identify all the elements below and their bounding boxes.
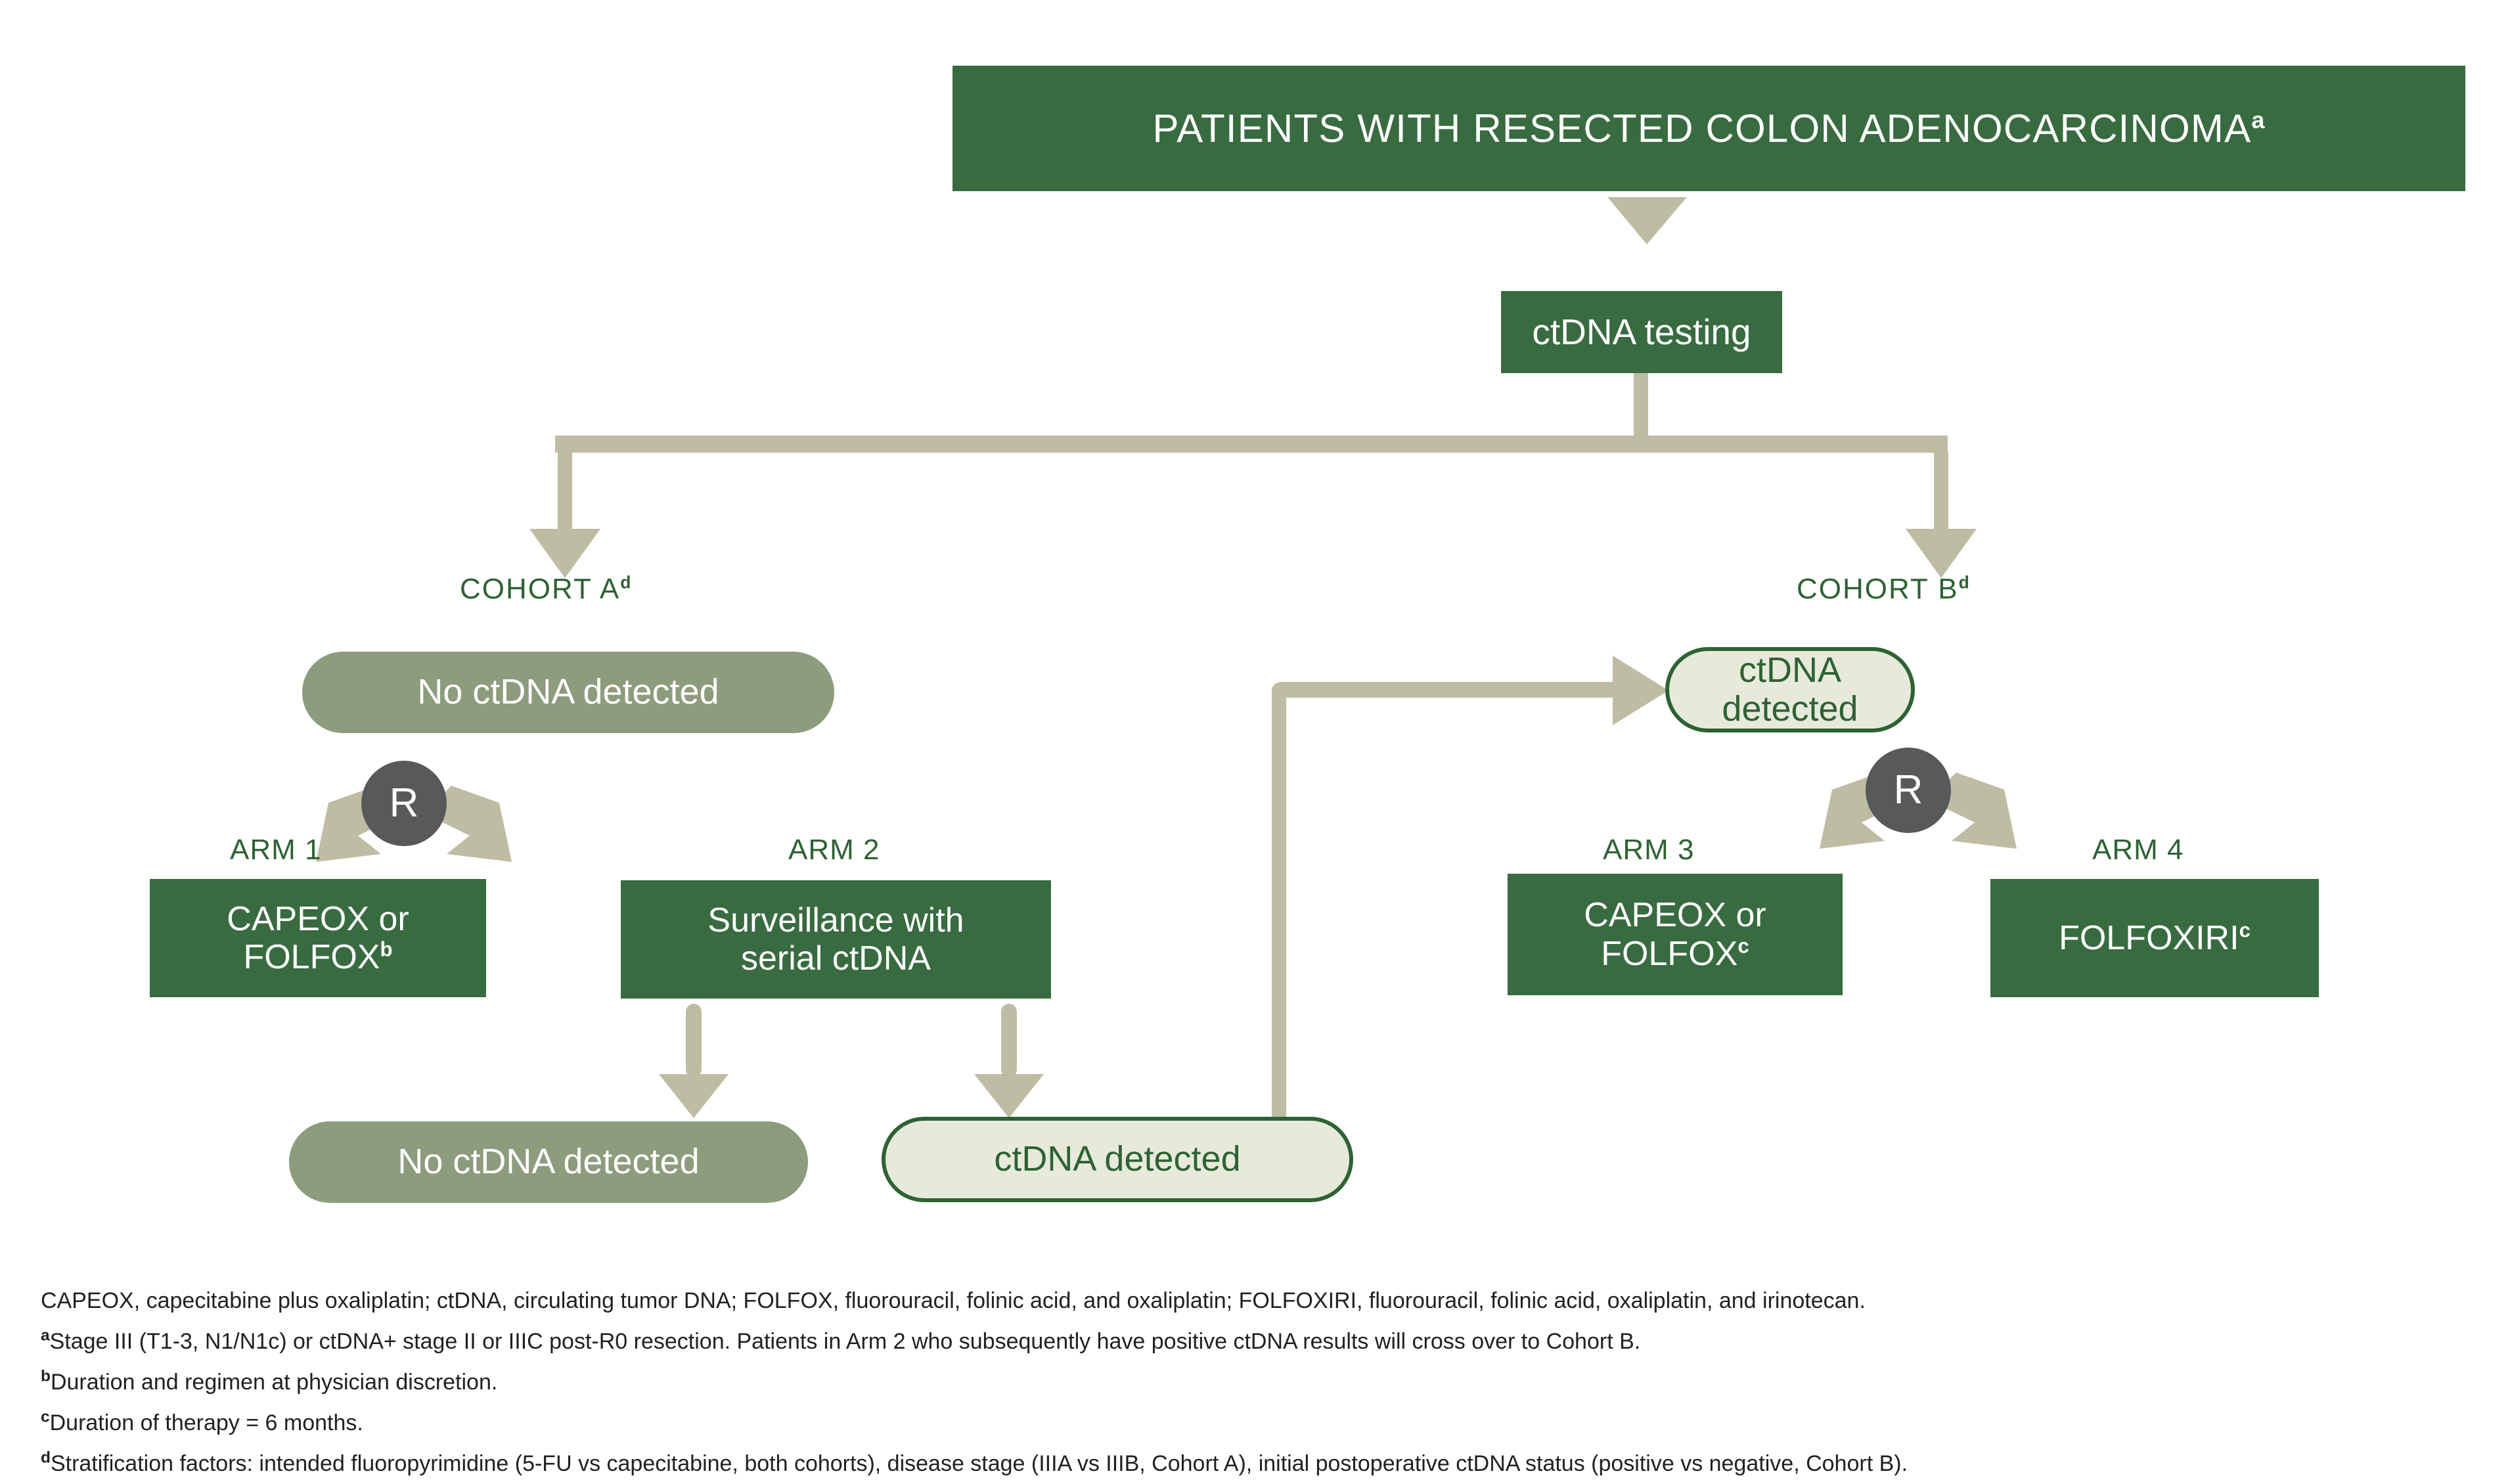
- node-ctdna-testing: ctDNA testing: [1501, 291, 1782, 373]
- node-no-ctdna-detected-surveillance: No ctDNA detected: [289, 1121, 808, 1203]
- connector-arm2-right-stem: [1001, 1004, 1017, 1077]
- arm-2-treatment-line2: serial ctDNA: [741, 939, 931, 978]
- node-ctdna-detected-cohort-b-label: ctDNA detected: [1669, 651, 1911, 729]
- cohort-a-label: COHORT Ad: [460, 575, 632, 604]
- arm-1-footnote-marker: b: [380, 938, 392, 961]
- randomization-circle-cohort-a: R: [361, 761, 447, 846]
- connector-crossover-horizontal: [1272, 683, 1623, 698]
- arm-3-footnote-marker: c: [1737, 934, 1749, 957]
- footnote-a: aStage III (T1-3, N1/N1c) or ctDNA+ stag…: [41, 1322, 2471, 1362]
- page-title-banner: PATIENTS WITH RESECTED COLON ADENOCARCIN…: [952, 66, 2465, 191]
- arm-4-treatment-line1: FOLFOXIRI: [2059, 919, 2239, 957]
- footnote-abbreviations: CAPEOX, capecitabine plus oxaliplatin; c…: [41, 1281, 2471, 1322]
- cohort-b-text: COHORT B: [1797, 573, 1959, 605]
- node-ctdna-detected-surveillance-label: ctDNA detected: [994, 1140, 1240, 1179]
- connector-left-down: [558, 453, 572, 535]
- footnote-marker-1: a: [41, 1327, 50, 1345]
- arm-1-treatment-line2: FOLFOX: [243, 938, 380, 976]
- footnote-marker-2: b: [41, 1367, 51, 1385]
- arrow-to-cohort-a: [529, 529, 600, 578]
- arrow-crossover-to-cohort-b: [1613, 656, 1669, 725]
- connector-right-down: [1934, 453, 1948, 535]
- cohort-a-footnote-marker: d: [620, 572, 632, 592]
- cohort-a-text: COHORT A: [460, 573, 620, 605]
- cohort-b-label: COHORT Bd: [1797, 575, 1971, 604]
- arm-1-treatment-line1: CAPEOX or: [227, 900, 409, 938]
- arm-3-treatment-line2: FOLFOX: [1601, 935, 1737, 973]
- arm-3-treatment-text: CAPEOX or FOLFOXc: [1584, 896, 1766, 972]
- footnote-text-0: CAPEOX, capecitabine plus oxaliplatin; c…: [41, 1288, 1866, 1313]
- page-title-footnote-marker: a: [2251, 106, 2265, 133]
- page-title-text: PATIENTS WITH RESECTED COLON ADENOCARCIN…: [1152, 106, 2251, 150]
- node-no-ctdna-detected-cohort-a-label: No ctDNA detected: [417, 673, 719, 711]
- footnote-marker-3: c: [41, 1408, 50, 1426]
- arm-3-label: ARM 3: [1603, 836, 1694, 865]
- arm-2-treatment-box: Surveillance with serial ctDNA: [621, 880, 1051, 999]
- footnote-b: bDuration and regimen at physician discr…: [41, 1362, 2471, 1403]
- arm-4-treatment-box: FOLFOXIRIc: [1990, 879, 2319, 997]
- randomization-circle-cohort-b: R: [1866, 748, 1951, 833]
- arm-1-label: ARM 1: [230, 836, 321, 865]
- footnote-text-1: Stage III (T1-3, N1/N1c) or ctDNA+ stage…: [50, 1329, 1641, 1354]
- arrow-arm2-to-no-ctdna: [659, 1074, 728, 1118]
- page-title: PATIENTS WITH RESECTED COLON ADENOCARCIN…: [1152, 109, 2265, 148]
- randomization-symbol-right: R: [1894, 770, 1923, 811]
- cohort-b-footnote-marker: d: [1959, 572, 1971, 592]
- footnote-c: cDuration of therapy = 6 months.: [41, 1403, 2471, 1444]
- arm-2-label: ARM 2: [788, 836, 880, 865]
- connector-horizontal-bus: [555, 436, 1948, 453]
- arm-4-treatment-text: FOLFOXIRIc: [2059, 919, 2251, 957]
- footnote-marker-4: d: [41, 1449, 51, 1466]
- footnote-d: dStratification factors: intended fluoro…: [41, 1444, 2471, 1484]
- connector-arm2-left-stem: [686, 1004, 702, 1077]
- arrow-to-cohort-b: [1906, 529, 1977, 578]
- arm-1-treatment-box: CAPEOX or FOLFOXb: [150, 879, 486, 997]
- arrow-header-to-testing: [1607, 197, 1687, 244]
- footnote-text-2: Duration and regimen at physician discre…: [51, 1370, 497, 1395]
- arm-4-footnote-marker: c: [2239, 919, 2251, 942]
- node-no-ctdna-detected-surveillance-label: No ctDNA detected: [397, 1142, 699, 1181]
- node-ctdna-detected-surveillance: ctDNA detected: [882, 1117, 1353, 1202]
- node-ctdna-testing-label: ctDNA testing: [1532, 312, 1751, 353]
- footnote-text-4: Stratification factors: intended fluorop…: [51, 1451, 1908, 1476]
- footnote-text-3: Duration of therapy = 6 months.: [50, 1410, 363, 1435]
- arm-4-label: ARM 4: [2092, 836, 2184, 865]
- arm-2-treatment-text: Surveillance with serial ctDNA: [707, 901, 964, 978]
- node-ctdna-detected-cohort-b: ctDNA detected: [1665, 647, 1915, 732]
- arm-3-treatment-line1: CAPEOX or: [1584, 896, 1766, 934]
- randomization-symbol-left: R: [390, 783, 419, 824]
- arm-3-treatment-box: CAPEOX or FOLFOXc: [1508, 874, 1843, 995]
- arm-2-treatment-line1: Surveillance with: [707, 901, 964, 939]
- arm-1-treatment-text: CAPEOX or FOLFOXb: [227, 900, 409, 976]
- connector-testing-stem: [1634, 373, 1648, 436]
- connector-crossover-vertical: [1272, 683, 1286, 1155]
- arrow-arm2-to-ctdna: [974, 1074, 1044, 1118]
- node-no-ctdna-detected-cohort-a: No ctDNA detected: [302, 652, 834, 733]
- footnotes-block: CAPEOX, capecitabine plus oxaliplatin; c…: [41, 1281, 2471, 1484]
